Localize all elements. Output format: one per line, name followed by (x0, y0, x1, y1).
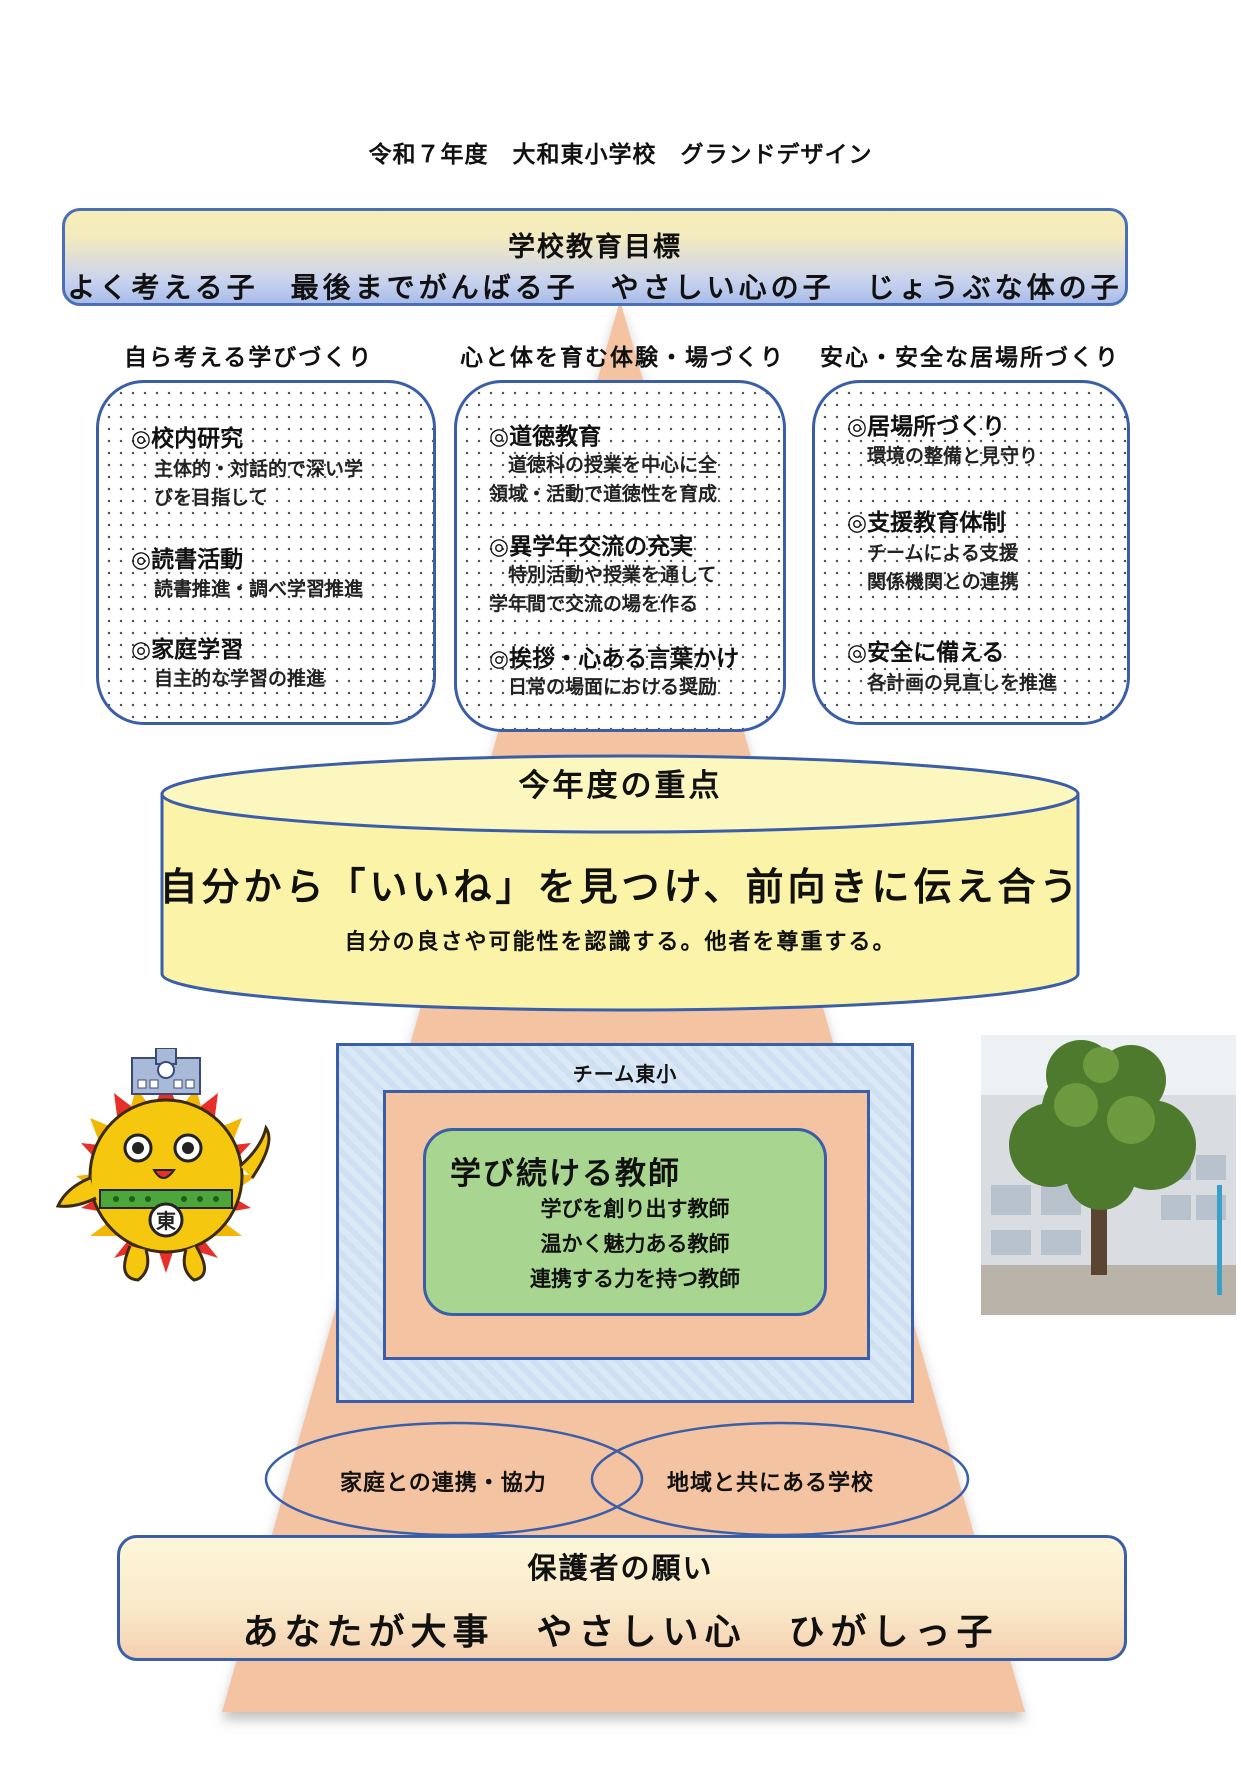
page-title: 令和７年度 大和東小学校 グランドデザイン (368, 142, 873, 168)
item-title: ◎道徳教育 (489, 424, 602, 450)
item-text: 日常の場面における奨励 (489, 676, 718, 698)
teacher-title: 学び続ける教師 (450, 1156, 681, 1192)
item-title: ◎校内研究 (131, 426, 244, 452)
focus-title: 今年度の重点 (518, 768, 723, 804)
teacher-item: 温かく魅力ある教師 (540, 1232, 730, 1256)
parents-wish-box (117, 1535, 1127, 1661)
item-text: 環境の整備と見守り (867, 445, 1039, 467)
school-mascot-illustration: 東 (55, 1048, 271, 1282)
item-text: チームによる支援 関係機関との連携 (867, 542, 1019, 593)
item-title: ◎支援教育体制 (847, 510, 1006, 536)
parents-wish-title: 保護者の願い (527, 1551, 714, 1585)
experience-box: ◎道徳教育 道徳科の授業を中心に全 領域・活動で道徳性を育成 ◎異学年交流の充実… (454, 380, 786, 732)
item-text: 道徳科の授業を中心に全 領域・活動で道徳性を育成 (489, 454, 718, 505)
item-text: 特別活動や授業を通して 学年間で交流の場を作る (489, 564, 717, 615)
focus-main-text: 自分から「いいね」を見つけ、前向きに伝え合う (159, 865, 1082, 909)
teacher-box (423, 1128, 827, 1316)
school-goal-title: 学校教育目標 (508, 232, 682, 263)
item-title: ◎読書活動 (131, 547, 244, 573)
learning-box: ◎校内研究 主体的・対話的で深い学 びを目指して ◎読書活動 読書推進・調べ学習… (96, 380, 436, 725)
school-goal-box: 学校教育目標 よく考える子 最後までがんばる子 やさしい心の子 じょうぶな体の子 (62, 208, 1128, 306)
teacher-item: 学びを創り出す教師 (540, 1197, 730, 1221)
item-text: 各計画の見直しを推進 (867, 672, 1058, 694)
mascot-emblem: 東 (156, 1209, 176, 1233)
item-text: 読書推進・調べ学習推進 (154, 578, 364, 600)
parents-wish-text: あなたが大事 やさしい心 ひがしっ子 (242, 1612, 999, 1653)
focus-sub-text: 自分の良さや可能性を認識する。他者を尊重する。 (344, 930, 897, 955)
item-text: 主体的・対話的で深い学 びを目指して (154, 458, 364, 509)
teacher-items: 学びを創り出す教師 温かく魅力ある教師 連携する力を持つ教師 (500, 1192, 770, 1297)
item-title: ◎挨拶・心ある言葉かけ (489, 646, 740, 672)
item-title: ◎家庭学習 (131, 637, 244, 663)
item-title: ◎異学年交流の充実 (489, 534, 694, 560)
safety-box: ◎居場所づくり 環境の整備と見守り ◎支援教育体制 チームによる支援 関係機関と… (812, 380, 1130, 725)
column-heading-experience: 心と体を育む体験・場づくり (460, 345, 785, 371)
item-title: ◎安全に備える (847, 640, 1005, 666)
teacher-item: 連携する力を持つ教師 (530, 1267, 740, 1291)
focus-cylinder (160, 754, 1080, 1012)
home-partnership-label: 家庭との連携・協力 (340, 1471, 547, 1496)
school-goal-text: よく考える子 最後までがんばる子 やさしい心の子 じょうぶな体の子 (67, 271, 1123, 304)
team-label: チーム東小 (572, 1062, 678, 1086)
community-school-label: 地域と共にある学校 (667, 1471, 875, 1496)
item-title: ◎居場所づくり (847, 414, 1006, 440)
column-heading-learning: 自ら考える学びづくり (124, 345, 374, 371)
school-tree-photo (981, 1035, 1236, 1315)
item-text: 自主的な学習の推進 (154, 668, 326, 690)
column-heading-safety: 安心・安全な居場所づくり (820, 345, 1120, 371)
